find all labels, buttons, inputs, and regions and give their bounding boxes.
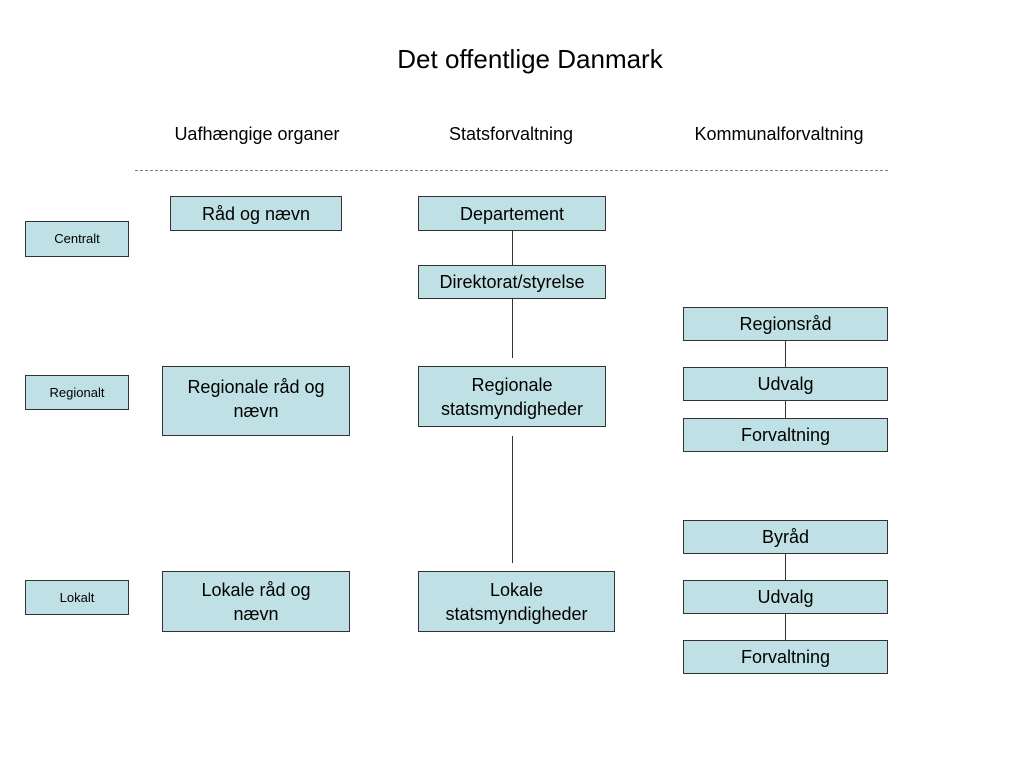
connector-udvalg-forvaltning-regional — [785, 401, 786, 418]
header-separator — [135, 170, 888, 171]
box-regionsraad: Regionsråd — [683, 307, 888, 341]
column-header-statsforvaltning: Statsforvaltning — [448, 124, 574, 144]
box-udvalg-lokal: Udvalg — [683, 580, 888, 614]
level-label-central: Centralt — [25, 221, 129, 257]
connector-byraad-udvalg — [785, 554, 786, 580]
column-header-kommunalforvaltning: Kommunalforvaltning — [694, 124, 864, 144]
level-label-regional: Regionalt — [25, 375, 129, 410]
box-raad-og-naevn: Råd og nævn — [170, 196, 342, 231]
connector-udvalg-forvaltning-lokal — [785, 614, 786, 640]
page-title: Det offentlige Danmark — [397, 44, 663, 74]
connector-regional-lokal — [512, 436, 513, 563]
connector-departement-direktorat — [512, 231, 513, 265]
box-departement: Departement — [418, 196, 606, 231]
connector-direktorat-regional — [512, 299, 513, 358]
box-forvaltning-regional: Forvaltning — [683, 418, 888, 452]
connector-regionsraad-udvalg — [785, 341, 786, 367]
box-direktorat-styrelse: Direktorat/styrelse — [418, 265, 606, 299]
level-label-local: Lokalt — [25, 580, 129, 615]
box-lokale-statsmyndigheder: Lokale statsmyndigheder — [418, 571, 615, 632]
box-byraad: Byråd — [683, 520, 888, 554]
box-lokale-raad-og-naevn: Lokale råd og nævn — [162, 571, 350, 632]
box-regionale-statsmyndigheder: Regionale statsmyndigheder — [418, 366, 606, 427]
box-udvalg-regional: Udvalg — [683, 367, 888, 401]
column-header-uafhaengige: Uafhængige organer — [174, 124, 340, 144]
box-forvaltning-lokal: Forvaltning — [683, 640, 888, 674]
box-regionale-raad-og-naevn: Regionale råd og nævn — [162, 366, 350, 436]
